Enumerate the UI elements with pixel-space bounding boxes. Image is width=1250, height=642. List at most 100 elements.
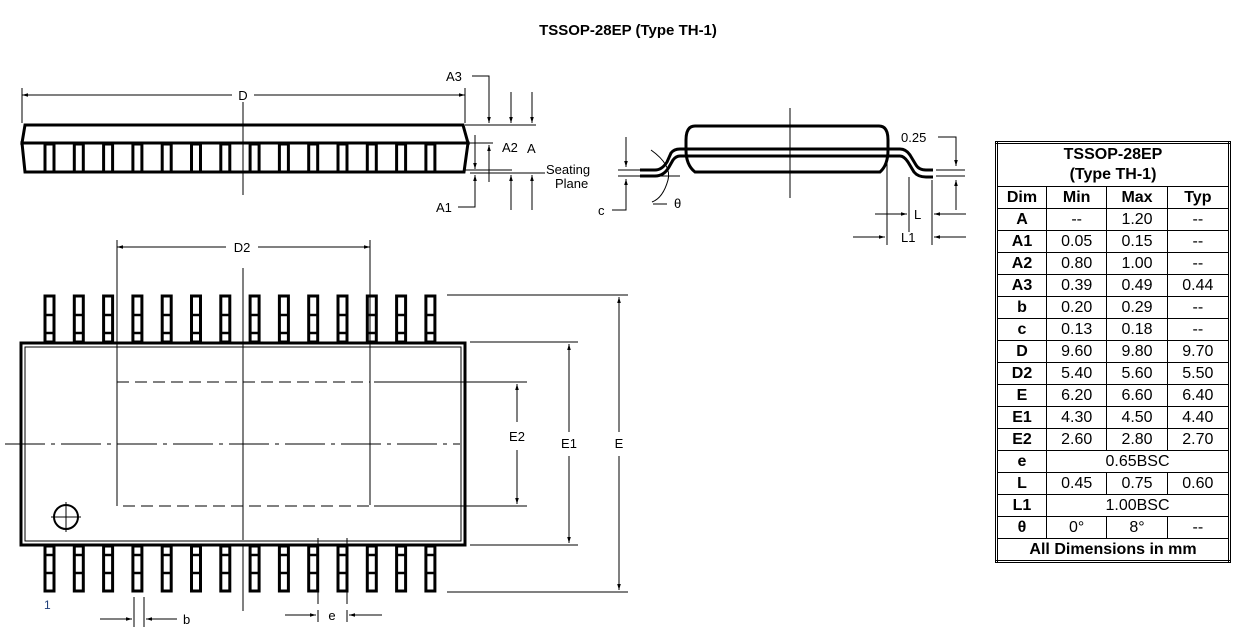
dimension-table: TSSOP-28EP (Type TH-1) Dim Min Max Typ A… [995, 141, 1231, 563]
cell-dim: A2 [996, 252, 1047, 275]
dim-label-e: e [328, 608, 335, 623]
side-lead [365, 142, 378, 174]
side-lead [424, 142, 437, 174]
top-pin [43, 294, 56, 344]
top-pin [395, 294, 408, 344]
cell-max: 8° [1106, 516, 1168, 539]
top-pin [160, 294, 173, 344]
cell-typ: -- [1166, 230, 1231, 253]
bottom-pins [43, 544, 437, 593]
cell-max: 5.60 [1106, 362, 1168, 385]
seating-plane-label-2: Plane [555, 176, 588, 191]
cell-typ: 4.40 [1166, 406, 1231, 429]
bottom-pin [43, 544, 56, 593]
cell-typ: -- [1166, 516, 1231, 539]
top-pin [307, 294, 320, 344]
dim-label-A: A [527, 141, 536, 156]
top-pin [72, 294, 85, 344]
cell-max: 0.15 [1106, 230, 1168, 253]
cell-min: 9.60 [1045, 340, 1108, 363]
cell-min: 0.39 [1045, 274, 1108, 297]
lead-lower [640, 154, 933, 179]
top-pin [219, 294, 232, 344]
side-lead [395, 142, 408, 174]
pin1-marker-icon [51, 502, 81, 532]
cell-typ: 2.70 [1166, 428, 1231, 451]
header-min: Min [1045, 186, 1108, 209]
cell-dim: c [996, 318, 1047, 341]
bottom-pin [190, 544, 202, 593]
cell-max: 6.60 [1106, 384, 1168, 407]
cell-min: 0.13 [1045, 318, 1108, 341]
side-lead [219, 142, 232, 174]
cell-dim: b [996, 296, 1047, 319]
cell-min: 0.05 [1045, 230, 1108, 253]
header-typ: Typ [1166, 186, 1231, 209]
bottom-pin [307, 544, 320, 593]
dim-label-L1: L1 [901, 230, 915, 245]
bottom-pin [336, 544, 349, 593]
cell-min: -- [1045, 208, 1108, 231]
side-pins [43, 142, 437, 174]
dim-label-A3: A3 [446, 69, 462, 84]
end-body [684, 124, 890, 174]
dim-label-b: b [183, 612, 190, 627]
dim-label-D2: D2 [234, 240, 251, 255]
top-pin [365, 294, 378, 344]
cell-max: 0.18 [1106, 318, 1168, 341]
cell-dim: L1 [996, 494, 1047, 517]
cell-dim: L [996, 472, 1047, 495]
dim-label-E1: E1 [561, 436, 577, 451]
cell-dim: D2 [996, 362, 1047, 385]
cell-typ: -- [1166, 252, 1231, 275]
cell-dim: A3 [996, 274, 1047, 297]
cell-min: 6.20 [1045, 384, 1108, 407]
side-lead [131, 142, 144, 174]
cell-typ: 9.70 [1166, 340, 1231, 363]
cell-typ: -- [1166, 318, 1231, 341]
side-lead [160, 142, 173, 174]
side-lead [102, 142, 115, 174]
dim-label-theta: θ [674, 196, 681, 211]
cell-dim: A [996, 208, 1047, 231]
table-caption-line2: (Type TH-1) [1069, 166, 1157, 183]
cell-typ: 0.44 [1166, 274, 1231, 297]
bottom-pin [248, 544, 261, 593]
bottom-pin [277, 544, 290, 593]
top-pin [248, 294, 261, 344]
cell-typ: 0.60 [1166, 472, 1231, 495]
side-body-bottom [20, 141, 470, 174]
dim-label-E: E [615, 436, 624, 451]
dim-label-c: c [598, 203, 605, 218]
cell-max: 0.75 [1106, 472, 1168, 495]
cell-dim: e [996, 450, 1047, 473]
table-footer: All Dimensions in mm [996, 538, 1230, 562]
bottom-pin [365, 544, 378, 593]
table-caption-line1: TSSOP-28EP [1063, 146, 1163, 163]
dim-label-D: D [238, 88, 247, 103]
cell-typ: -- [1166, 296, 1231, 319]
table-caption: TSSOP-28EP (Type TH-1) [996, 142, 1230, 187]
cell-bsc: 1.00BSC [1046, 494, 1230, 517]
top-pin [424, 294, 437, 344]
top-pin [131, 294, 144, 344]
cell-typ: -- [1166, 208, 1231, 231]
cell-max: 9.80 [1106, 340, 1168, 363]
cell-max: 0.49 [1106, 274, 1168, 297]
table-header-row: Dim Min Max Typ [996, 186, 1231, 209]
cell-min: 5.40 [1045, 362, 1108, 385]
side-lead [248, 142, 261, 174]
side-lead [277, 142, 290, 174]
bottom-pin [219, 544, 232, 593]
cell-min: 0° [1045, 516, 1108, 539]
pin1-label: 1 [44, 598, 51, 612]
cell-dim: D [996, 340, 1047, 363]
